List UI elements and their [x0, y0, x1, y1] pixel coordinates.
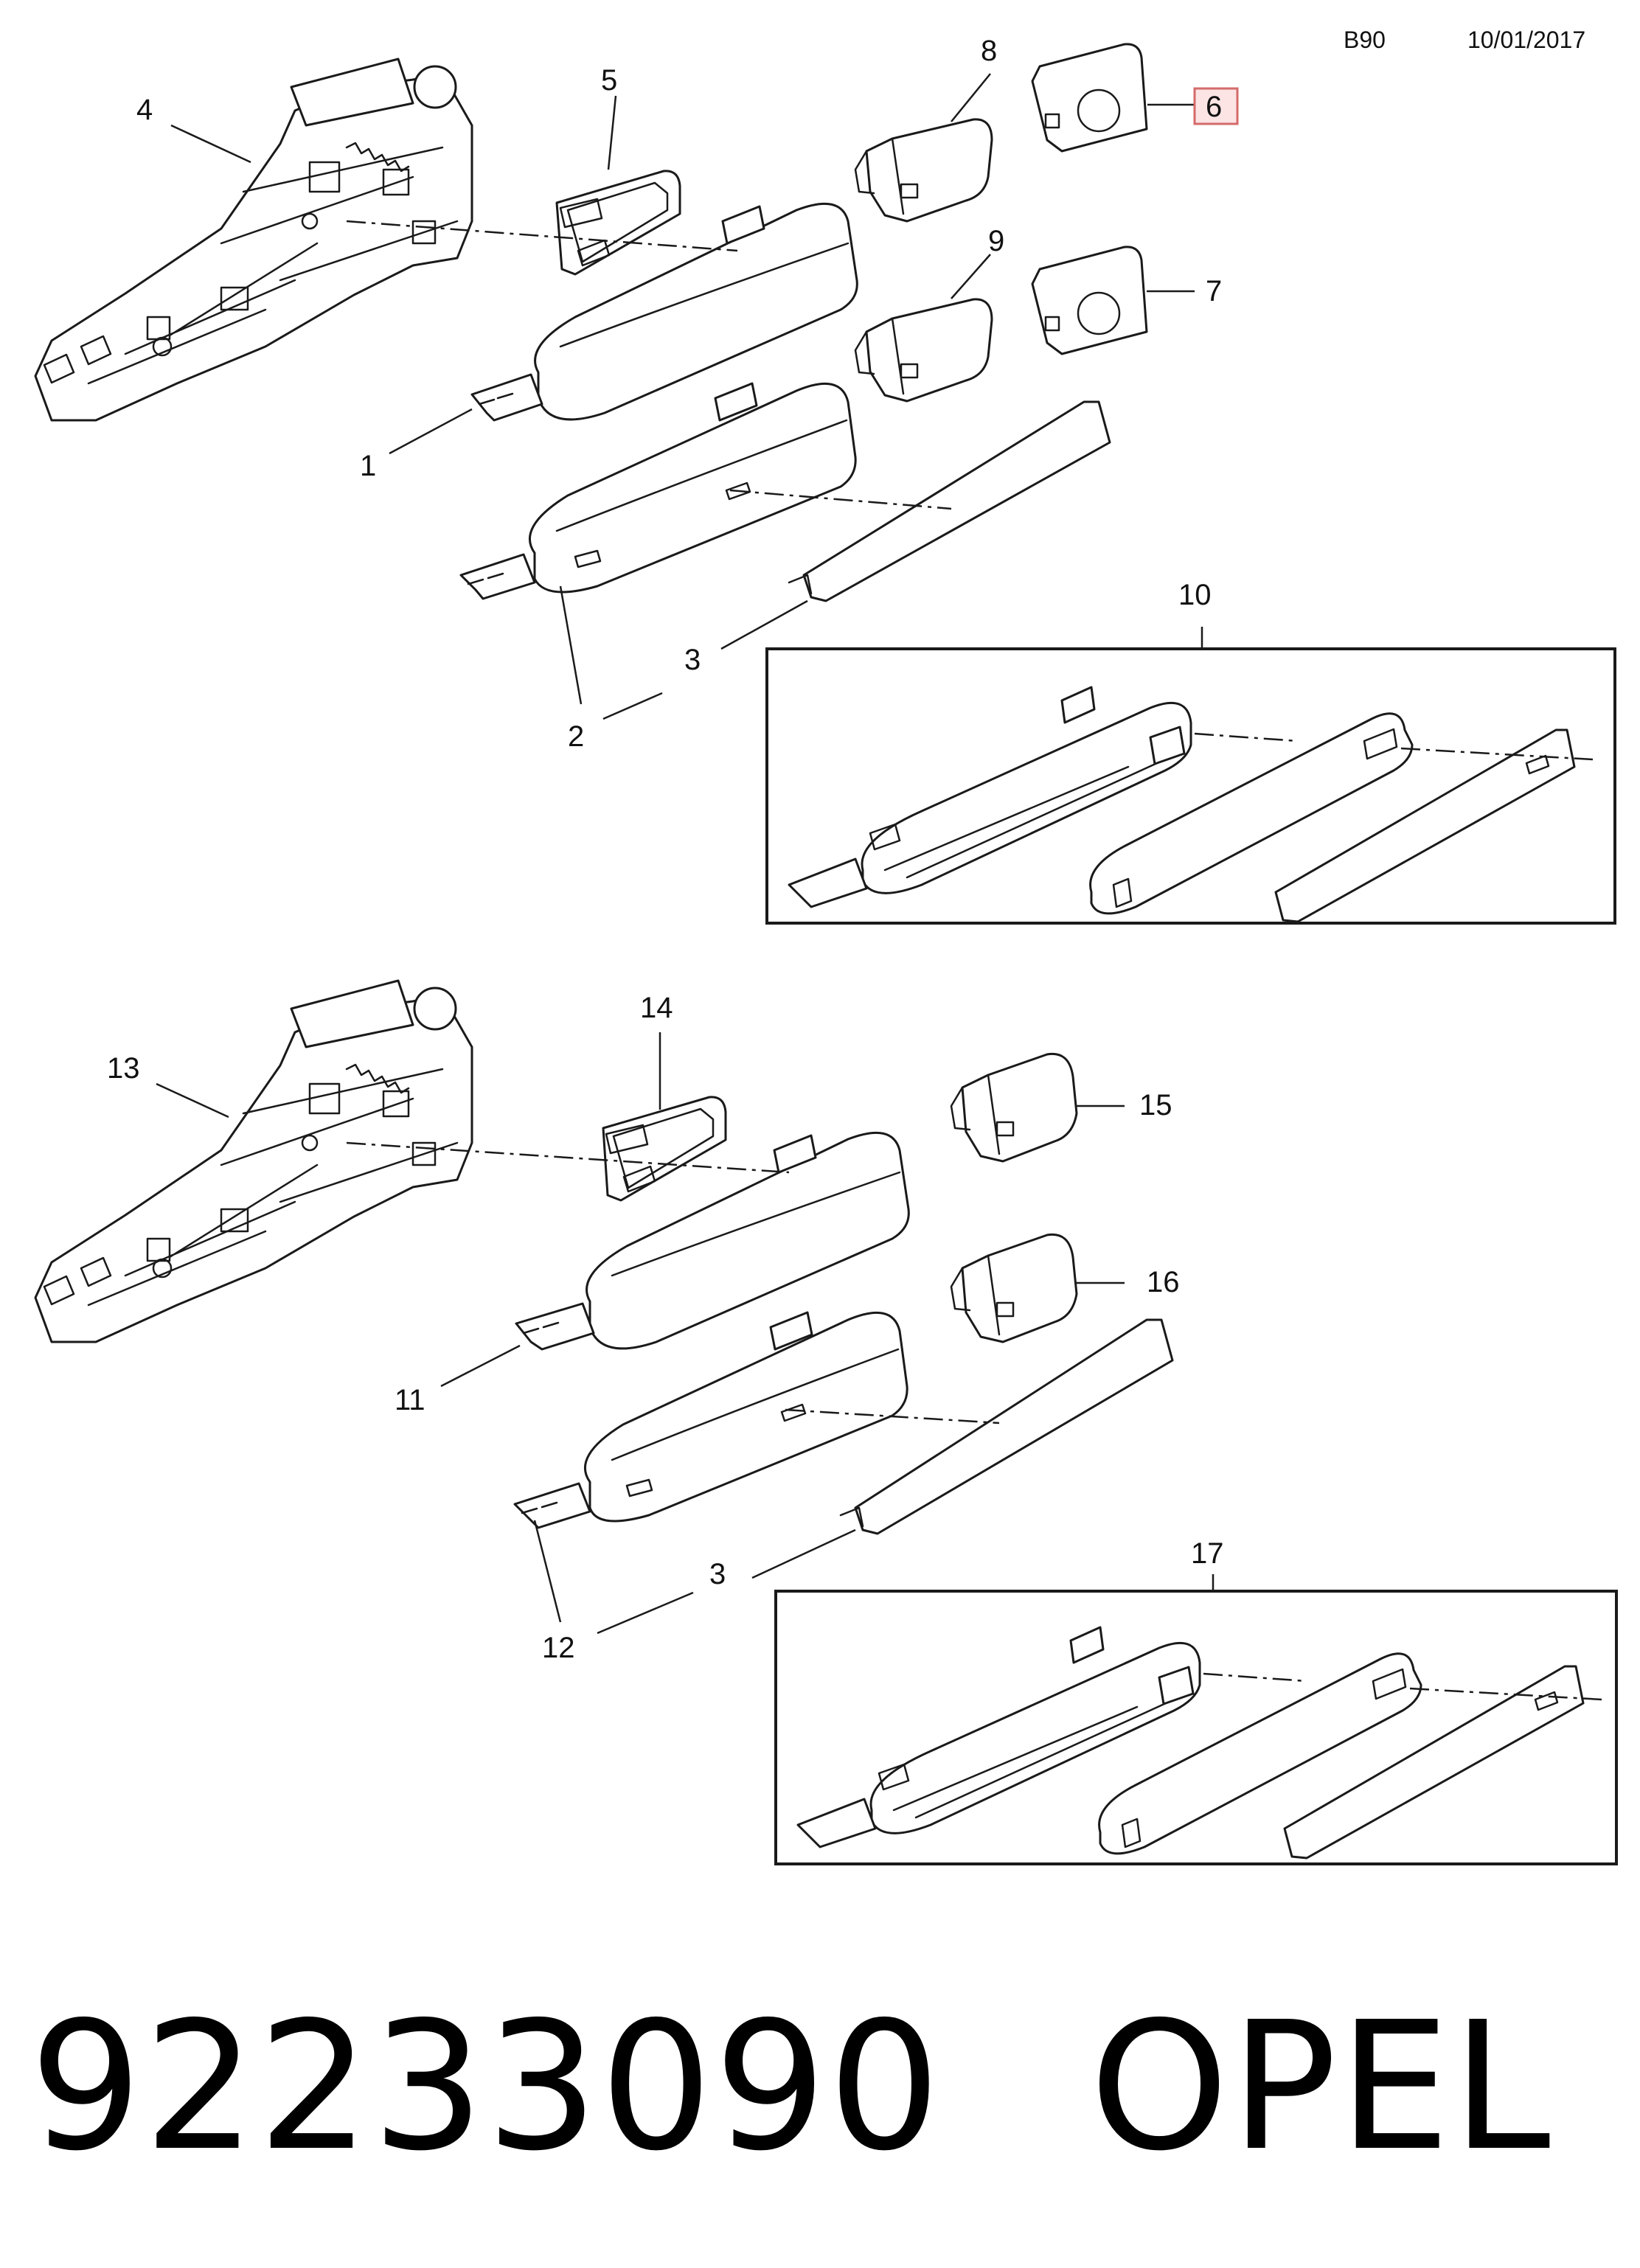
leader-lines: [156, 73, 1215, 1635]
callout-6-highlight: [1193, 87, 1239, 125]
callout-17: 17: [1191, 1537, 1224, 1570]
part-7-key-cap: [1031, 246, 1148, 355]
alignment-line: [1400, 747, 1594, 761]
part-14-handle-gasket: [602, 1096, 727, 1202]
kit-17-handle-cover: [1098, 1652, 1422, 1855]
callout-10: 10: [1178, 579, 1212, 611]
callout-16: 16: [1147, 1266, 1180, 1298]
part-3-trim-strip: [788, 400, 1111, 602]
kit-10-handle-assembly: [788, 686, 1192, 908]
part-6-key-cap: [1031, 43, 1148, 153]
callout-15: 15: [1139, 1089, 1172, 1121]
callout-3: 3: [684, 644, 701, 676]
footer-brand: OPEL: [1089, 1983, 1552, 2190]
callout-8: 8: [981, 35, 997, 67]
part-3-trim-strip-lower: [839, 1318, 1174, 1535]
footer-part-number: 92233090: [29, 1983, 942, 2190]
part-5-handle-gasket: [555, 170, 681, 276]
part-9-cylinder-cap: [854, 298, 993, 403]
alignment-line: [729, 489, 952, 510]
part-8-cylinder-cap: [854, 118, 993, 223]
part-15-cylinder-cap: [950, 1052, 1078, 1163]
kit-10-handle-cover: [1089, 712, 1414, 915]
alignment-line: [1409, 1687, 1602, 1701]
callout-9: 9: [988, 225, 1004, 257]
footer-part-label: 92233090 OPEL: [29, 1983, 1552, 2190]
part-13-handle-carrier: [34, 979, 473, 1343]
callout-7: 7: [1206, 275, 1222, 307]
callout-11: 11: [395, 1384, 425, 1416]
callout-12: 12: [542, 1632, 575, 1664]
part-12-outer-handle: [513, 1311, 908, 1529]
kit-17-handle-assembly: [796, 1626, 1201, 1848]
diagram-date: 10/01/2017: [1467, 27, 1586, 53]
kit-17-box: [774, 1590, 1618, 1865]
callout-3-lower: 3: [709, 1558, 726, 1590]
alignment-line: [1203, 1672, 1307, 1683]
part-16-cylinder-cap: [950, 1233, 1078, 1343]
diagram-code: B90: [1344, 27, 1386, 53]
alignment-line: [1194, 732, 1299, 742]
part-2-outer-handle: [459, 382, 857, 600]
callout-13: 13: [107, 1052, 140, 1085]
part-1-outer-handle: [470, 202, 858, 422]
part-4-handle-carrier: [34, 58, 473, 422]
callout-6: 6: [1206, 91, 1222, 123]
callout-2: 2: [568, 720, 584, 753]
callout-14: 14: [640, 992, 673, 1024]
kit-10-trim-strip: [1274, 728, 1576, 923]
alignment-line: [785, 1408, 1000, 1425]
callout-4: 4: [136, 94, 153, 126]
kit-17-trim-strip: [1283, 1665, 1585, 1860]
alignment-line: [346, 1141, 790, 1174]
callout-1: 1: [360, 450, 376, 482]
callout-5: 5: [601, 64, 617, 97]
alignment-line: [346, 220, 738, 252]
kit-10-box: [765, 647, 1616, 925]
part-11-outer-handle: [515, 1131, 910, 1351]
